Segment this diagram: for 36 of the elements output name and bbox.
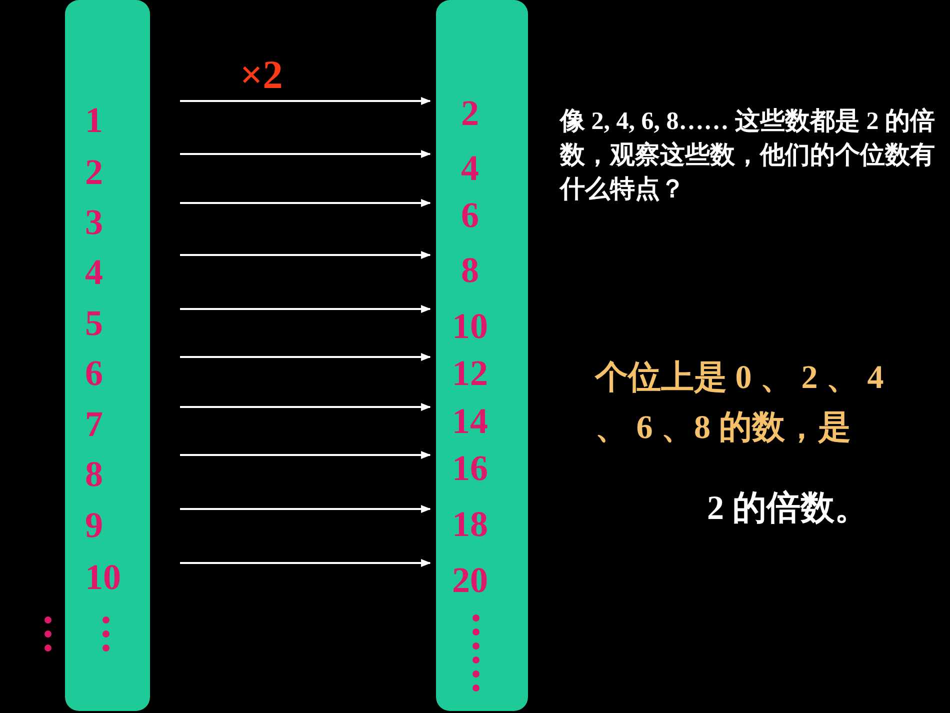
- arrow: [180, 305, 431, 313]
- arrow: [180, 97, 431, 105]
- number-text: 4: [430, 146, 510, 190]
- note-text: 2 的倍数。: [707, 489, 870, 529]
- number-text: 1: [85, 98, 180, 142]
- edge-label: ×2: [240, 53, 283, 97]
- arrow: [180, 505, 431, 513]
- note-text: 个位上是 0 、 2 、 4 、 6 、8 的数，是: [595, 359, 885, 448]
- note-text: 像 2, 4, 6, 8…… 这些数都是 2 的倍数，观察这些数，他们的个位数有什么特点？: [560, 106, 936, 205]
- number-text: 4: [85, 250, 180, 294]
- number-text: 9: [85, 503, 180, 547]
- number-text: 10: [85, 555, 180, 599]
- number-text: 20: [430, 558, 510, 602]
- number-text: 8: [430, 248, 510, 292]
- column-band: [65, 0, 150, 711]
- number-text: 14: [430, 399, 510, 443]
- arrow: [180, 251, 431, 259]
- column-band: [436, 0, 528, 711]
- arrow: [180, 451, 431, 459]
- number-text: 18: [430, 502, 510, 546]
- arrow: [180, 403, 431, 411]
- number-text: 5: [85, 301, 180, 345]
- arrow: [180, 353, 431, 361]
- number-text: 2: [430, 91, 510, 135]
- arrow: [180, 199, 431, 207]
- arrow: [180, 559, 431, 567]
- number-text: 16: [430, 446, 510, 490]
- number-text: 12: [430, 351, 510, 395]
- number-text: 10: [430, 304, 510, 348]
- number-text: 3: [85, 200, 180, 244]
- number-text: 8: [85, 452, 180, 496]
- number-text: 2: [85, 150, 180, 194]
- number-text: 7: [85, 402, 180, 446]
- number-text: 6: [430, 193, 510, 237]
- arrow: [180, 150, 431, 158]
- number-text: 6: [85, 351, 180, 395]
